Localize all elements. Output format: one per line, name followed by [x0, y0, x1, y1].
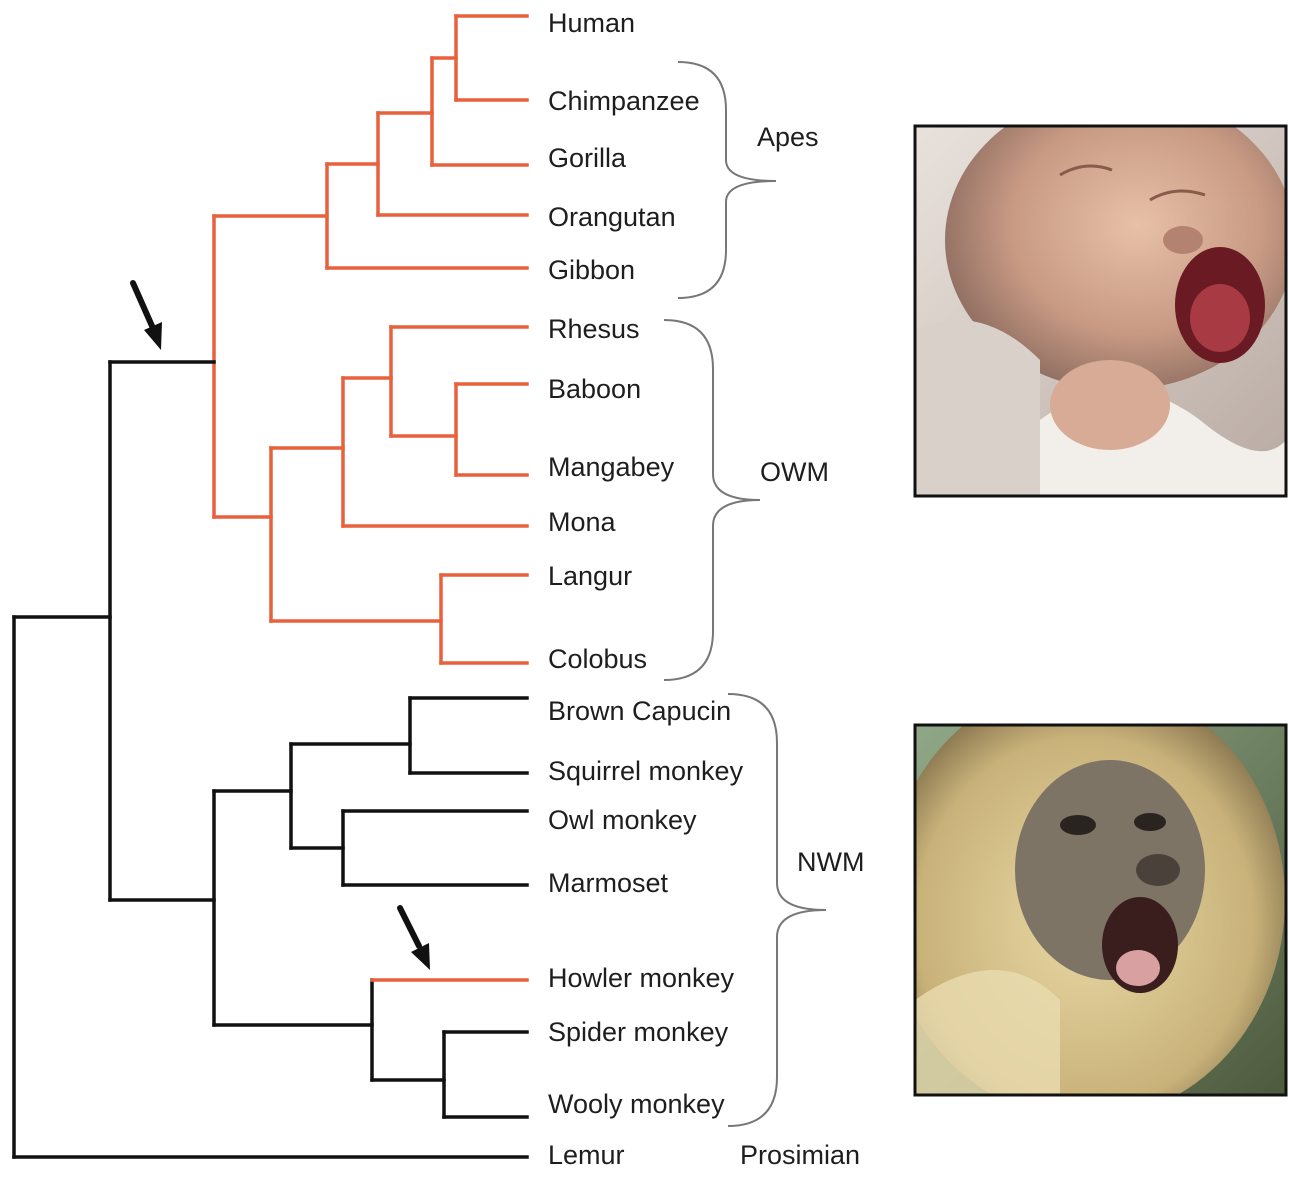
- arrow-marker-icon: [133, 283, 162, 350]
- label-gorilla: Gorilla: [548, 143, 627, 173]
- label-brown-capucin: Brown Capucin: [548, 696, 731, 726]
- label-human: Human: [548, 8, 635, 38]
- label-chimpanzee: Chimpanzee: [548, 86, 700, 116]
- label-squirrel-monkey: Squirrel monkey: [548, 756, 744, 786]
- group-label-prosimian: Prosimian: [740, 1140, 860, 1170]
- label-mona: Mona: [548, 507, 617, 537]
- label-orangutan: Orangutan: [548, 202, 676, 232]
- label-marmoset: Marmoset: [548, 868, 669, 898]
- label-baboon: Baboon: [548, 374, 641, 404]
- photo-howler-monkey: [885, 680, 1286, 1120]
- label-colobus: Colobus: [548, 644, 647, 674]
- label-mangabey: Mangabey: [548, 452, 675, 482]
- arrow-marker-icon: [400, 908, 430, 970]
- group-label-apes: Apes: [757, 122, 819, 152]
- group-label-owm: OWM: [760, 457, 829, 487]
- label-owl-monkey: Owl monkey: [548, 805, 697, 835]
- label-howler-monkey: Howler monkey: [548, 963, 735, 993]
- owm-brace: [664, 320, 760, 680]
- label-gibbon: Gibbon: [548, 255, 635, 285]
- label-spider-monkey: Spider monkey: [548, 1017, 729, 1047]
- catarrhine-clade: [214, 16, 527, 663]
- group-label-nwm: NWM: [797, 847, 864, 877]
- taxon-labels: Human Chimpanzee Gorilla Orangutan Gibbo…: [548, 8, 744, 1170]
- label-langur: Langur: [548, 561, 632, 591]
- label-wooly-monkey: Wooly monkey: [548, 1089, 725, 1119]
- label-lemur: Lemur: [548, 1140, 625, 1170]
- photo-crying-baby: [915, 90, 1289, 496]
- label-rhesus: Rhesus: [548, 314, 640, 344]
